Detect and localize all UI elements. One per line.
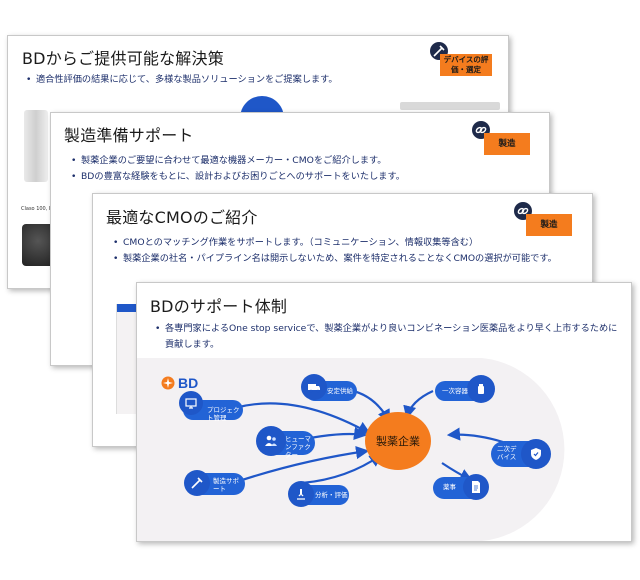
node-human-label: ヒューマンファクター xyxy=(285,435,311,459)
stage-tag: 製造 xyxy=(484,133,530,155)
vial-icon xyxy=(478,384,484,394)
node-secondary-device-label: 二次デバイス xyxy=(497,445,517,461)
shield-icon xyxy=(531,448,541,460)
node-manufacturing-label: 製造サポート xyxy=(213,477,239,493)
slide-title: BDからご提供可能な解決策 xyxy=(22,49,224,68)
bullet-item: BDの豊富な経験をもとに、設計およびお困りごとへのサポートをいたします。 xyxy=(69,169,405,185)
node-project-label: プロジェクト管理 xyxy=(207,406,240,422)
panel-header xyxy=(117,304,147,312)
bullet-list: CMOとのマッチング作業をサポートします。（コミュニケーション、情報収集等含む）… xyxy=(111,235,557,267)
product-photo xyxy=(24,110,48,182)
syringe-icon xyxy=(191,477,203,489)
node-analysis xyxy=(288,481,314,507)
bullet-item: 製薬企業のご要望に合わせて最適な機器メーカー・CMOをご紹介します。 xyxy=(69,153,405,169)
bullet-item: 適合性評価の結果に応じて、多様な製品ソリューションをご提案します。 xyxy=(24,72,338,88)
slide-title: 最適なCMOのご紹介 xyxy=(106,208,258,227)
center-node-label: 製薬企業 xyxy=(376,435,420,448)
bd-logo-text: BD xyxy=(178,375,199,391)
slide-title: BDのサポート体制 xyxy=(150,297,288,316)
node-secondary-device xyxy=(521,439,551,469)
presentation-icon xyxy=(185,398,197,409)
node-supply xyxy=(301,374,327,400)
bd-logo: BD xyxy=(161,375,198,391)
bullet-item: CMOとのマッチング作業をサポートします。（コミュニケーション、情報収集等含む） xyxy=(111,235,557,251)
slide-title: 製造準備サポート xyxy=(64,126,194,145)
node-human xyxy=(256,426,286,456)
people-icon xyxy=(265,435,277,446)
node-analysis-label: 分析・評価 xyxy=(315,491,348,499)
stage-tag: 製造 xyxy=(526,214,572,236)
microscope-icon xyxy=(297,489,305,500)
node-primary-container xyxy=(467,375,495,403)
node-regulatory-label: 薬事 xyxy=(443,483,456,491)
slide-support-structure[interactable]: BDのサポート体制 各専門家によるOne stop serviceで、製薬企業が… xyxy=(136,282,632,542)
truck-icon xyxy=(308,384,320,393)
document-icon xyxy=(472,481,480,493)
center-node: 製薬企業 xyxy=(365,412,431,470)
node-primary-container-label: 一次容器 xyxy=(442,387,468,395)
bullet-list: 適合性評価の結果に応じて、多様な製品ソリューションをご提案します。 xyxy=(24,72,338,88)
bullet-item: 製薬企業の社名・パイプライン名は開示しないため、案件を特定されることなくCMOの… xyxy=(111,251,557,267)
footnote-text: Claso 100, ISO 5 xyxy=(21,206,63,212)
device-photo xyxy=(22,224,54,266)
node-regulatory xyxy=(463,474,489,500)
bullet-item: 各専門家によるOne stop serviceで、製薬企業がより良いコンビネーシ… xyxy=(153,321,621,353)
bullet-list: 製薬企業のご要望に合わせて最適な機器メーカー・CMOをご紹介します。 BDの豊富… xyxy=(69,153,405,185)
stage-tag: デバイスの評価・選定 xyxy=(440,54,492,76)
equipment-photo xyxy=(400,102,500,110)
node-manufacturing xyxy=(184,470,210,496)
bullet-list: 各専門家によるOne stop serviceで、製薬企業がより良いコンビネーシ… xyxy=(153,321,621,353)
bd-logo-icon xyxy=(161,376,175,390)
node-supply-label: 安定供給 xyxy=(327,387,353,395)
node-project xyxy=(179,391,203,415)
